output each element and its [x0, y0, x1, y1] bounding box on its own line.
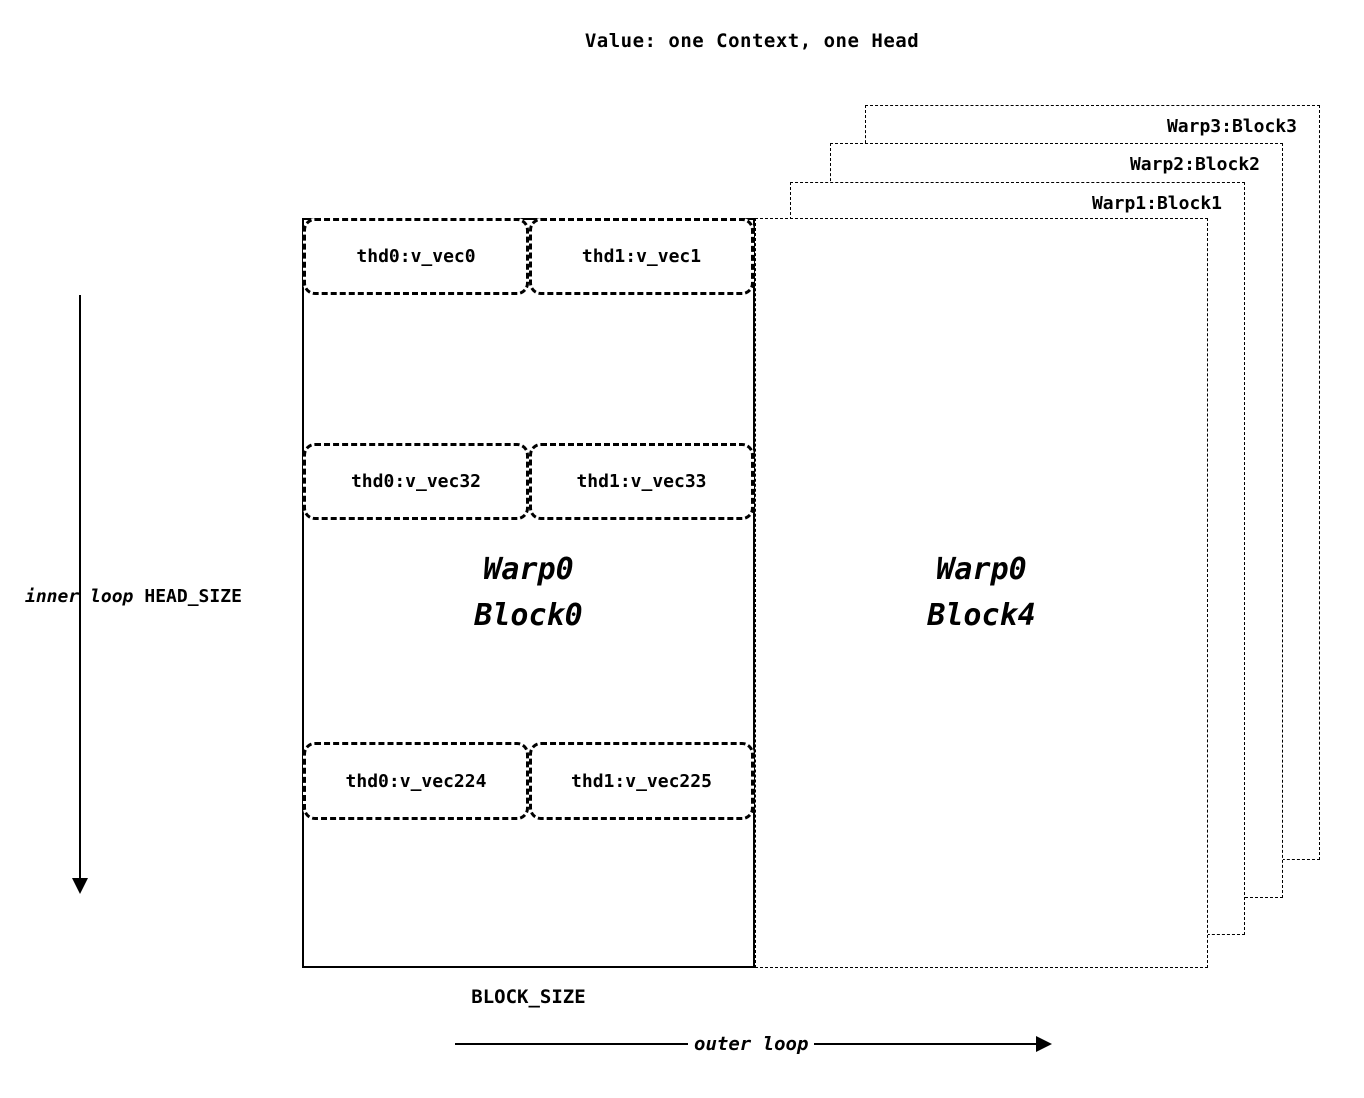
warp0-block0-title: Warp0 Block0	[302, 547, 755, 639]
cell-v-vec32: thd0:v_vec32	[303, 443, 529, 520]
arrow-head-down-icon	[72, 878, 88, 894]
head-size-label: HEAD_SIZE	[144, 586, 242, 607]
warp0-block4-title-line1: Warp0	[936, 552, 1027, 587]
warp2-block2-label: Warp2:Block2	[1129, 154, 1260, 175]
warp1-block1-label: Warp1:Block1	[1091, 193, 1222, 214]
cell-v-vec224: thd0:v_vec224	[303, 742, 529, 820]
arrow-head-right-icon	[1036, 1036, 1052, 1052]
inner-loop-label: inner loop	[25, 586, 134, 607]
block-size-label: BLOCK_SIZE	[471, 986, 586, 1008]
outer-loop-label: outer loop	[688, 1033, 815, 1055]
warp0-block0-title-line2: Block0	[474, 598, 583, 633]
cell-v-vec1: thd1:v_vec1	[529, 218, 754, 295]
cell-v-vec33: thd1:v_vec33	[529, 443, 754, 520]
diagram-title: Value: one Context, one Head	[584, 30, 920, 52]
warp0-block4-title-line2: Block4	[927, 598, 1036, 633]
block-warp0-block4	[755, 218, 1208, 968]
block-warp0-block0	[302, 218, 755, 968]
inner-loop-arrow-line	[79, 295, 81, 883]
warp0-block0-title-line1: Warp0	[483, 552, 574, 587]
cell-v-vec0: thd0:v_vec0	[303, 218, 529, 295]
warp3-block3-label: Warp3:Block3	[1166, 116, 1297, 137]
warp0-block4-title: Warp0 Block4	[755, 547, 1208, 639]
cell-v-vec225: thd1:v_vec225	[529, 742, 754, 820]
inner-loop-head-size-label: inner loop HEAD_SIZE	[25, 586, 242, 607]
